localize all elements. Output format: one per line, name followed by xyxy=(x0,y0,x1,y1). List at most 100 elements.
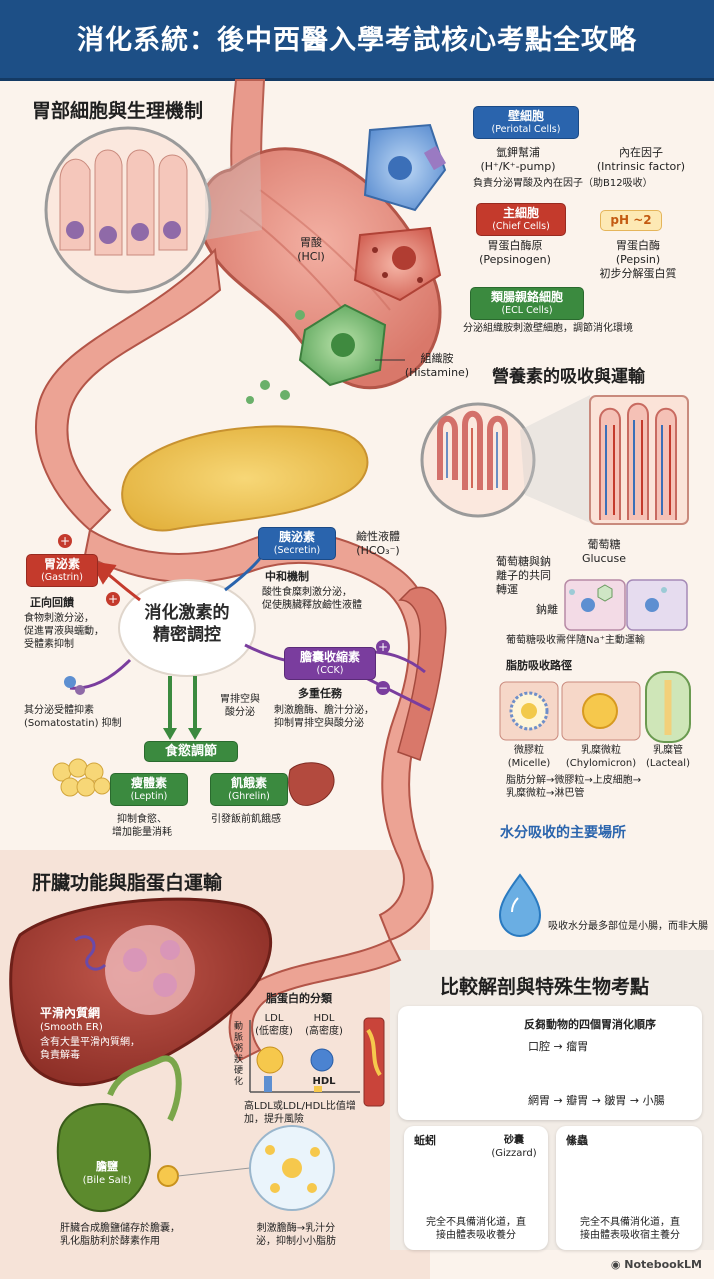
fat-desc-line1: 脂肪分解→微膠粒→上皮細胞→ xyxy=(506,775,642,786)
lipoprotein-title: 脂蛋白的分類 xyxy=(266,992,332,1005)
cck-title: 多重任務 xyxy=(298,687,342,700)
stomach-section-title: 胃部細胞與生理機制 xyxy=(32,100,204,122)
secretin-title: 中和機制 xyxy=(265,570,309,583)
smooth-er-name: 平滑內質網 xyxy=(40,1006,101,1020)
histamine-label: 組織胺(Histamine) xyxy=(404,352,470,380)
leptin-badge: 瘦體素(Leptin) xyxy=(110,773,188,806)
lipoprotein-desc1: 高LDL或LDL/HDL比值增 xyxy=(244,1101,356,1112)
secretin-badge: 胰泌素(Secretin) xyxy=(258,527,336,560)
ecl-cell-badge: 類腸親鉻細胞(ECL Cells) xyxy=(470,287,584,320)
pepsin-en: (Pepsin) xyxy=(615,253,661,266)
hcl-label: 胃酸(HCl) xyxy=(286,236,336,264)
feedback-plus-icon: + xyxy=(106,592,120,606)
hdl-cn: (高密度) xyxy=(305,1026,343,1037)
gastric-emptying-line2: 酸分泌 xyxy=(225,707,255,718)
earthworm-panel xyxy=(404,1126,548,1250)
secretin-desc2: 促使胰臟釋放鹼性液體 xyxy=(262,600,362,611)
sodium-label: 鈉離 xyxy=(536,603,558,616)
secretin-name: 胰泌素 xyxy=(278,530,315,544)
ruminant-panel xyxy=(398,1006,702,1120)
micelle-en: (Micelle) xyxy=(507,758,551,769)
smooth-er-desc2: 負責解毒 xyxy=(40,1050,80,1061)
bile-salt-desc1: 肝臟合成膽鹽儲存於膽囊， xyxy=(60,1223,180,1234)
hdl-name: HDL xyxy=(313,1013,335,1024)
cck-desc1: 刺激膽酶、膽汁分泌， xyxy=(274,705,374,716)
ldl-cn: (低密度) xyxy=(255,1026,293,1037)
absorption-section-title: 營養素的吸收與運輸 xyxy=(492,367,645,387)
hcl-en: (HCl) xyxy=(297,250,325,263)
ldl-label: LDL(低密度) xyxy=(252,1012,296,1038)
chylomicron-en: (Chylomicron) xyxy=(565,758,637,769)
alkaline-name: 鹼性液體 xyxy=(356,530,400,543)
cck-badge: 膽囊收縮素(CCK) xyxy=(284,647,376,680)
pepsinogen-label: 胃蛋白酶原(Pepsinogen) xyxy=(460,239,570,267)
proton-pump-label: 氫鉀幫浦(H⁺/K⁺-pump) xyxy=(463,146,573,174)
bile-salt-description: 肝臟合成膽鹽儲存於膽囊，乳化脂肪利於酵素作用 xyxy=(60,1222,240,1248)
ecl-cell-name: 類腸親鉻細胞 xyxy=(490,290,563,304)
gastrin-description: 食物刺激分泌，促進胃液與蠕動，受體素抑制 xyxy=(24,612,124,651)
intrinsic-factor-en: (Intrinsic factor) xyxy=(596,160,686,173)
hcl-name: 胃酸 xyxy=(300,236,322,249)
chief-cell-name: 主細胞 xyxy=(502,206,539,220)
gizzard-name: 砂囊 xyxy=(504,1135,524,1146)
pepsin-name: 胃蛋白酶 xyxy=(616,239,660,252)
tapeworm-panel xyxy=(556,1126,702,1250)
chief-cell-en: (Chief Cells) xyxy=(492,221,550,232)
gastrin-en: (Gastrin) xyxy=(41,572,83,583)
parietal-description: 負責分泌胃酸及內在因子（助B12吸收） xyxy=(473,178,653,189)
pepsin-desc: 初步分解蛋白質 xyxy=(599,267,677,280)
emulsification-desc2: 泌，抑制小小脂肪 xyxy=(256,1236,336,1247)
pepsinogen-name: 胃蛋白酶原 xyxy=(487,239,543,252)
hormone-center-label: 消化激素的精密調控 xyxy=(119,602,255,646)
ghrelin-badge: 飢餓素(Ghrelin) xyxy=(210,773,288,806)
hormone-center-line1: 消化激素的 xyxy=(144,603,230,623)
emulsification-desc1: 刺激膽酶→乳汁分 xyxy=(256,1223,336,1234)
gastric-emptying-line1: 胃排空與 xyxy=(220,694,260,705)
cotransport-title: 葡萄糖與鈉離子的共同轉運 xyxy=(496,555,551,596)
fat-desc-line2: 乳糜微粒→淋巴管 xyxy=(506,788,585,799)
leptin-en: (Leptin) xyxy=(130,791,168,802)
tapeworm-description: 完全不具備消化道，直接由體表吸收宿主養分 xyxy=(560,1216,700,1242)
earthworm-desc1: 完全不具備消化道，直 xyxy=(426,1217,526,1228)
gastrin-desc1: 食物刺激分泌， xyxy=(24,613,94,624)
lacteal-name: 乳糜管 xyxy=(653,745,683,756)
ecl-description: 分泌組織胺刺激壁細胞，調節消化環境 xyxy=(463,323,633,334)
cck-description: 刺激膽酶、膽汁分泌， 抑制胃排空與酸分泌 xyxy=(274,704,404,730)
alkaline-label: 鹼性液體(HCO₃⁻) xyxy=(338,530,418,558)
somatostatin-label: 其分泌受體抑素(Somatostatin) 抑制 xyxy=(24,704,174,730)
proton-pump-en: (H⁺/K⁺-pump) xyxy=(480,160,556,173)
parietal-cell-en: (Periotal Cells) xyxy=(491,124,561,135)
gastrin-desc2: 促進胃液與蠕動， xyxy=(24,626,104,637)
gastrin-name: 胃泌素 xyxy=(43,557,80,571)
lipoprotein-description: 高LDL或LDL/HDL比值增加，提升風險 xyxy=(244,1100,394,1126)
tapeworm-desc1: 完全不具備消化道，直 xyxy=(580,1217,680,1228)
chylomicron-name: 乳糜微粒 xyxy=(581,745,621,756)
title-bar xyxy=(0,0,714,81)
secretin-desc1: 酸性食糜刺激分泌， xyxy=(262,587,352,598)
fat-cell-cluster xyxy=(52,758,111,797)
cck-minus-icon: − xyxy=(376,681,390,695)
lacteal-en: (Lacteal) xyxy=(646,758,690,769)
lipoprotein-desc2: 加，提升風險 xyxy=(244,1114,304,1125)
parietal-cell-badge: 壁細胞(Periotal Cells) xyxy=(473,106,579,139)
ghrelin-name: 飢餓素 xyxy=(230,776,267,790)
intrinsic-factor-label: 內在因子(Intrinsic factor) xyxy=(586,146,696,174)
intrinsic-factor-name: 內在因子 xyxy=(619,146,663,159)
page-title: 消化系統：後中西醫入學考試核心考點全攻略 xyxy=(77,25,637,56)
cck-name: 膽囊收縮素 xyxy=(299,650,360,664)
chylomicron-label: 乳糜微粒 (Chylomicron) xyxy=(560,744,642,770)
gastrin-plus-icon: + xyxy=(58,534,72,548)
cck-desc2: 抑制胃排空與酸分泌 xyxy=(274,718,364,729)
chief-cell-badge: 主細胞(Chief Cells) xyxy=(476,203,566,236)
somatostatin-line2: (Somatostatin) 抑制 xyxy=(24,718,122,729)
hormone-center-line2: 精密調控 xyxy=(153,625,221,645)
earthworm-description: 完全不具備消化道，直接由體表吸收養分 xyxy=(408,1216,544,1242)
ruminant-step2: 網胃 → 瓣胃 → 皺胃 → 小腸 xyxy=(528,1094,665,1107)
histamine-name: 組織胺 xyxy=(420,352,454,365)
leptin-name: 瘦體素 xyxy=(130,776,167,790)
gizzard-en: (Gizzard) xyxy=(491,1148,537,1159)
ruminant-step1: 口腔 → 瘤胃 xyxy=(528,1040,589,1053)
gastrin-badge: 胃泌素(Gastrin) xyxy=(26,554,98,587)
leptin-desc2: 增加能量消耗 xyxy=(112,827,172,838)
